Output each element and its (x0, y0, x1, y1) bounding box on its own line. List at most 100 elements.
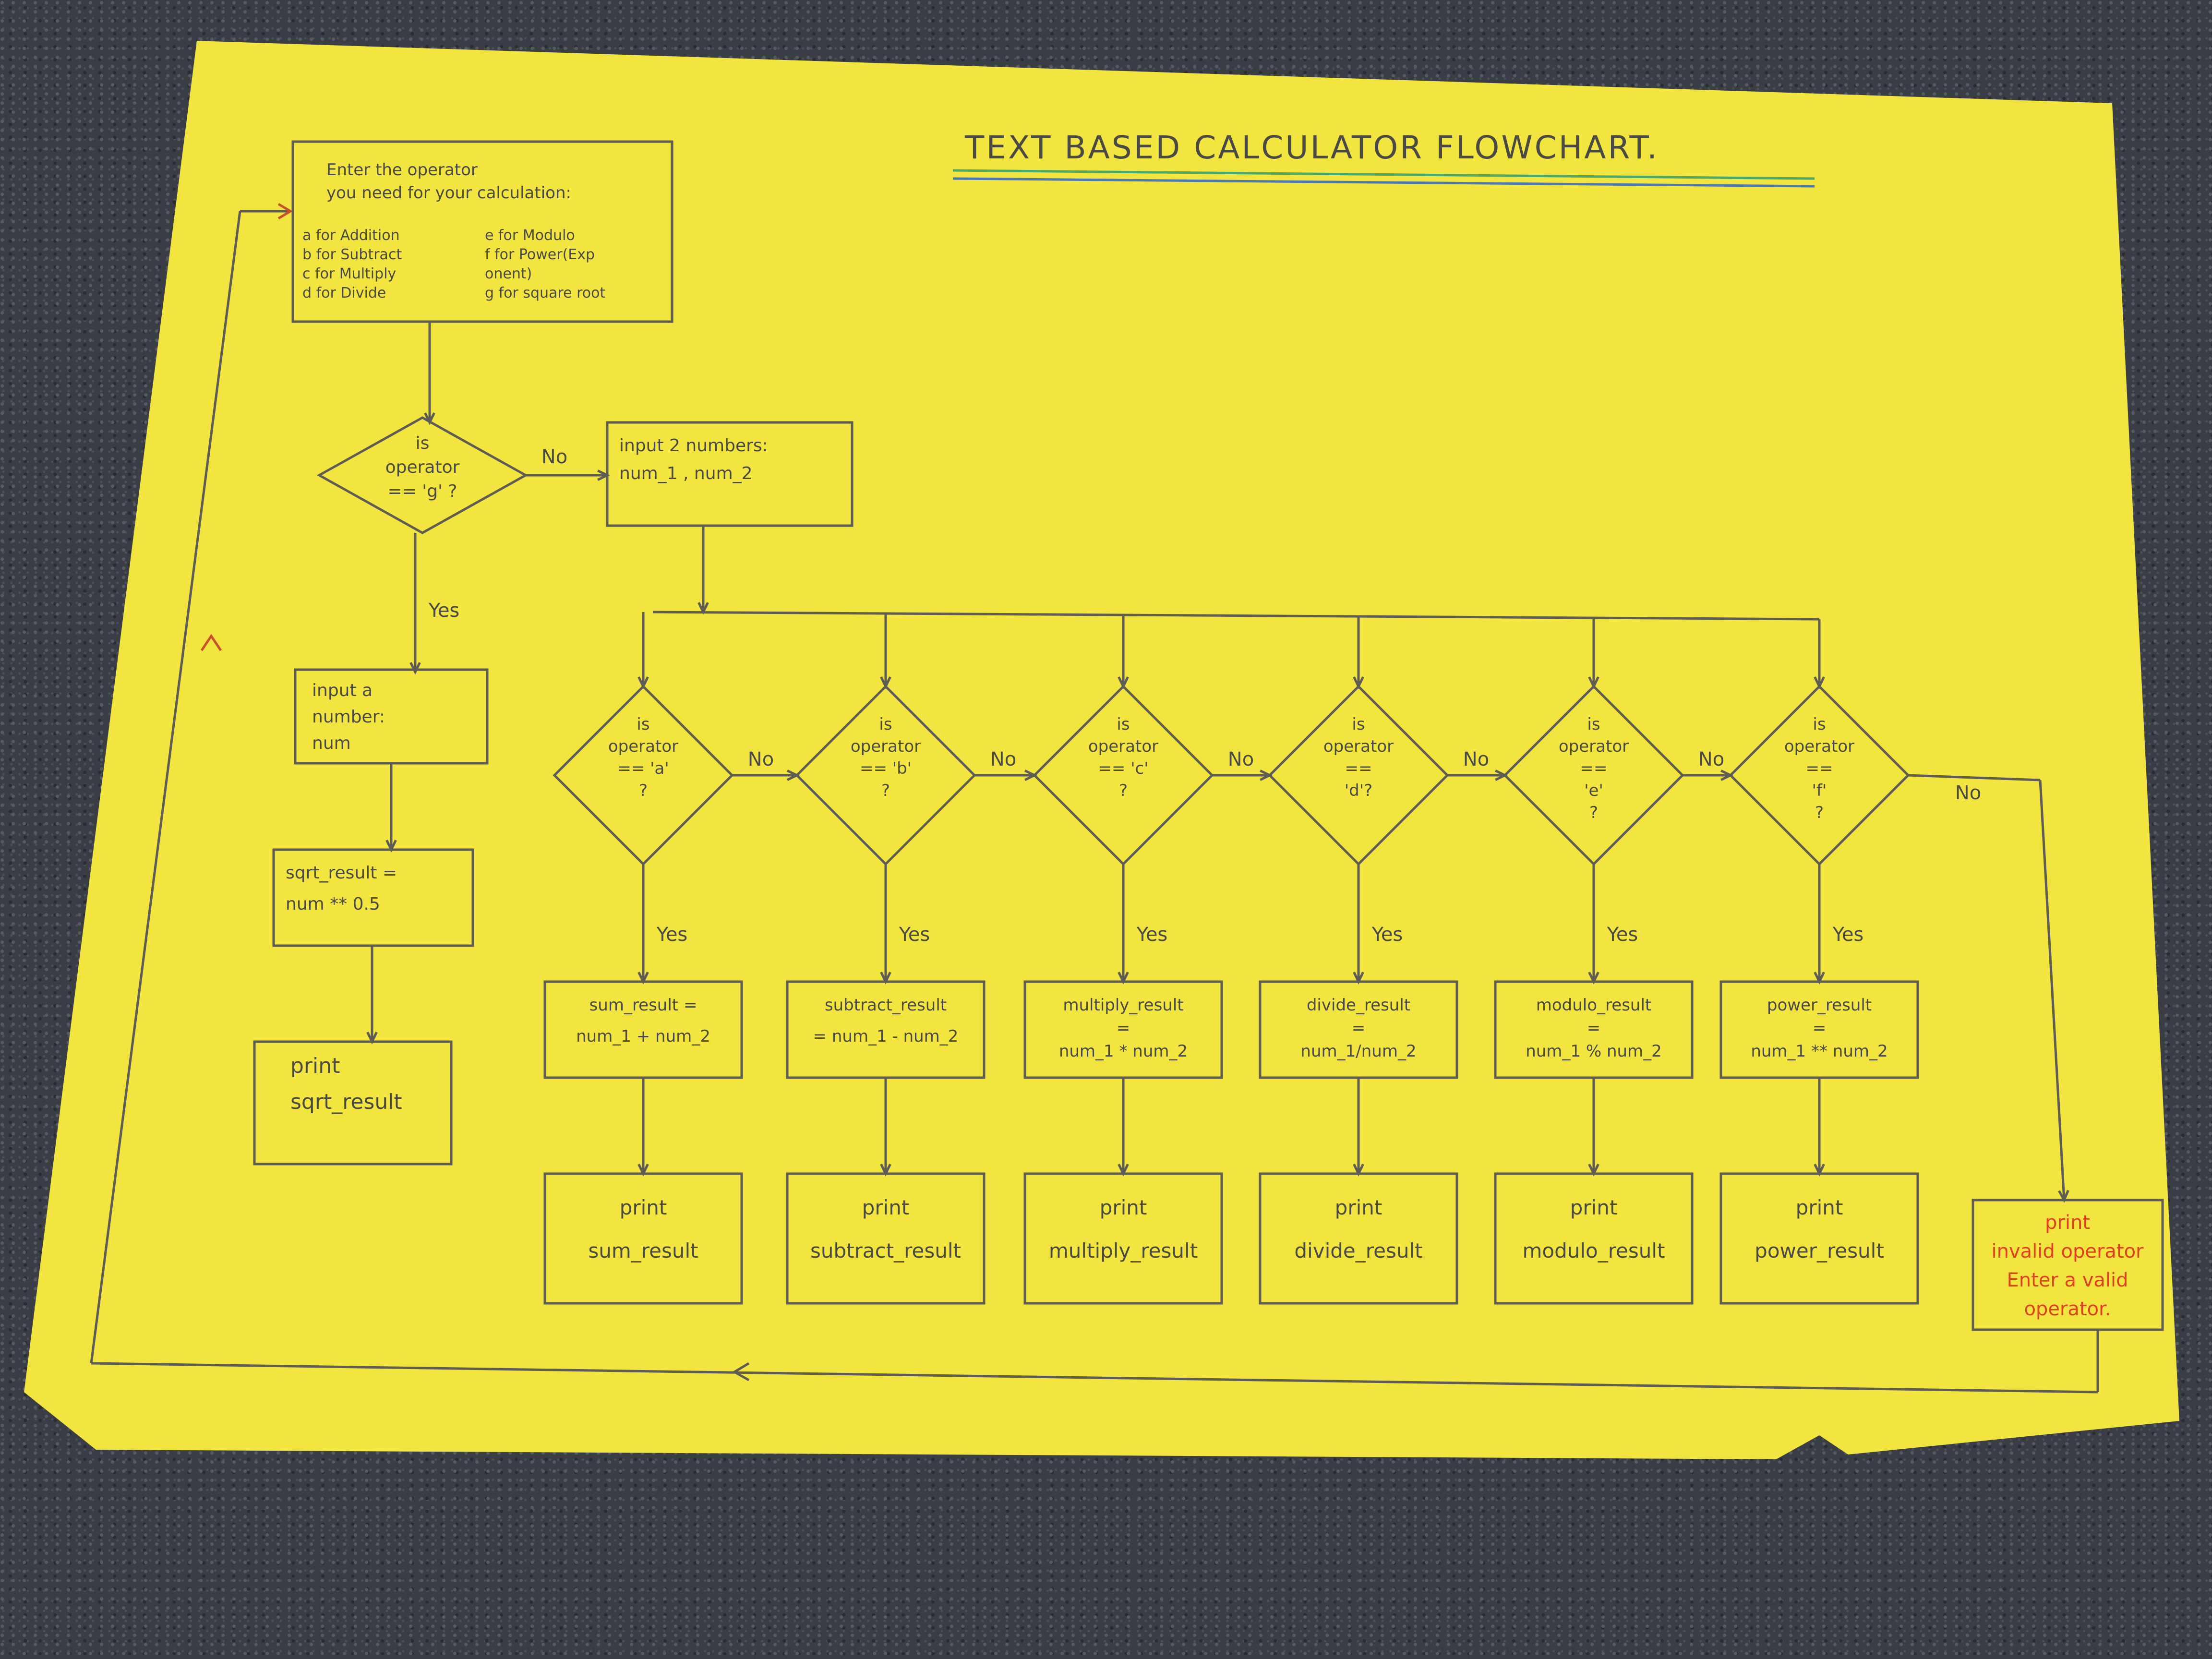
decision-text: operator (1559, 737, 1629, 756)
decision-text: == (1580, 759, 1608, 778)
print-box (543, 1172, 743, 1305)
decision-text: operator (1323, 737, 1394, 756)
input-two-numbers-text: input 2 numbers: (619, 436, 768, 456)
decision-g-text: operator (385, 457, 460, 477)
operator-menu-heading: Enter the operator (326, 160, 478, 180)
print-text: print (862, 1196, 910, 1219)
print-sqrt-text: print (290, 1054, 340, 1078)
invalid-operator-text: Enter a valid (2007, 1269, 2128, 1291)
input-one-number-text: num (312, 733, 351, 753)
decision-text: ? (639, 781, 648, 800)
print-box (1023, 1172, 1223, 1305)
operator-menu-option: f for Power(Exp (485, 246, 595, 263)
loop-up-line (90, 211, 241, 1364)
invalid-operator-text: invalid operator (1991, 1240, 2144, 1262)
no-label: No (541, 446, 567, 468)
decision-text: is (1587, 715, 1600, 734)
decision-text: operator (1784, 737, 1854, 756)
decision-text: is (879, 715, 892, 734)
print-text: print (1570, 1196, 1618, 1219)
result-text: sum_result = (589, 996, 697, 1015)
result-text: multiply_result (1063, 996, 1183, 1015)
result-text: num_1 ** num_2 (1751, 1042, 1887, 1061)
invalid-arrow (2039, 780, 2066, 1201)
result-text: = (1587, 1019, 1601, 1038)
invalid-operator-text: print (2045, 1212, 2090, 1234)
yes-label: Yes (1371, 924, 1403, 946)
yes-label: Yes (656, 924, 688, 946)
result-text: num_1/num_2 (1300, 1042, 1416, 1061)
operator-menu-option: a for Addition (302, 227, 400, 244)
result-text: num_1 % num_2 (1526, 1042, 1662, 1061)
decision-text: operator (1088, 737, 1158, 756)
yes-label: Yes (428, 600, 460, 622)
result-text: modulo_result (1536, 996, 1652, 1015)
yellow-paper (24, 41, 2179, 1459)
no-label: No (748, 748, 774, 770)
decision-text: operator (851, 737, 921, 756)
print-box (786, 1172, 986, 1305)
decision-text: ? (881, 781, 890, 800)
print-text: modulo_result (1522, 1239, 1665, 1262)
arrowhead (277, 203, 293, 220)
decision-text: 'e' (1584, 781, 1603, 800)
decision-text: is (1117, 715, 1130, 734)
operator-menu-option: c for Multiply (302, 265, 396, 282)
input-two-numbers-box (606, 421, 854, 527)
loop-return-line (91, 1362, 2098, 1394)
result-text: = (1352, 1019, 1366, 1038)
yes-label: Yes (1832, 924, 1864, 946)
result-text: = (1813, 1019, 1827, 1038)
no-label: No (1698, 748, 1724, 770)
invalid-operator-box (1972, 1199, 2164, 1331)
print-text: print (620, 1196, 667, 1219)
print-box (1494, 1172, 1694, 1305)
decision-text: ? (1589, 803, 1598, 822)
title-underline (952, 177, 1815, 188)
operator-menu-option: g for square root (485, 285, 605, 301)
operator-menu-option: e for Modulo (485, 227, 575, 244)
title-underline (952, 169, 1815, 180)
diagram-layer: TEXT BASED CALCULATOR FLOWCHART. Enter th… (90, 129, 2164, 1394)
result-text: = (1117, 1019, 1130, 1038)
print-sqrt-text: sqrt_result (290, 1090, 402, 1114)
invalid-operator-text: operator. (2024, 1298, 2111, 1320)
operator-menu-option: onent) (485, 265, 532, 282)
decision-text: is (1352, 715, 1365, 734)
print-text: print (1796, 1196, 1843, 1219)
input-one-number-text: number: (312, 707, 385, 727)
print-text: subtract_result (810, 1239, 961, 1262)
decision-text: == (1345, 759, 1372, 778)
operator-menu-option: b for Subtract (302, 246, 402, 263)
no-label: No (990, 748, 1016, 770)
yes-label: Yes (1136, 924, 1168, 946)
print-text: sum_result (588, 1239, 698, 1262)
print-text: multiply_result (1049, 1239, 1198, 1262)
operator-menu-box (291, 140, 673, 323)
yes-label: Yes (899, 924, 930, 946)
decision-g-text: == 'g' ? (388, 481, 457, 501)
input-one-number-text: input a (312, 681, 373, 700)
arrowhead (200, 634, 222, 651)
print-text: divide_result (1294, 1239, 1422, 1262)
arrowhead (732, 1362, 750, 1382)
result-text: = num_1 - num_2 (813, 1027, 959, 1046)
decision-text: is (637, 715, 649, 734)
sqrt-result-text: sqrt_result = (286, 863, 397, 883)
print-text: print (1335, 1196, 1382, 1219)
operator-menu-heading: you need for your calculation: (326, 183, 571, 203)
distribution-bus (652, 611, 1820, 621)
decision-operator-g (316, 416, 529, 534)
print-box (1259, 1172, 1458, 1305)
print-sqrt-box (253, 1040, 453, 1166)
operator-menu-option: d for Divide (302, 285, 386, 301)
decision-text: 'f' (1812, 781, 1827, 800)
no-label: No (1228, 748, 1254, 770)
decision-text: == 'c' (1098, 759, 1148, 778)
decision-g-text: is (416, 433, 430, 453)
result-text: subtract_result (825, 996, 947, 1015)
decision-text: ? (1119, 781, 1128, 800)
diagram-title: TEXT BASED CALCULATOR FLOWCHART. (964, 129, 1659, 166)
decision-text: 'd'? (1345, 781, 1372, 800)
